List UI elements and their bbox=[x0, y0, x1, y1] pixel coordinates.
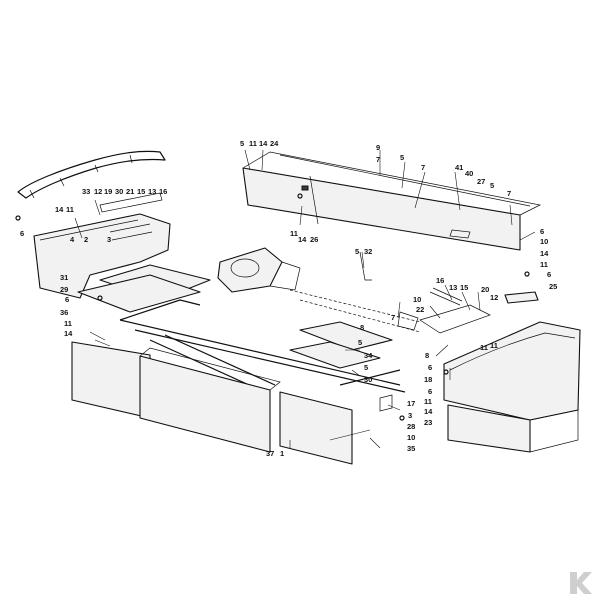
callout-label: 19 bbox=[104, 187, 112, 196]
callout-label: 10 bbox=[407, 433, 415, 442]
callout-label: 5 bbox=[490, 181, 494, 190]
callout-label: 7 bbox=[376, 155, 380, 164]
callout-label: 2 bbox=[84, 235, 88, 244]
callout-labels: 5 11 14 24 9 7 5 7 41 40 27 5 7 6 10 14 … bbox=[20, 139, 557, 458]
callout-label: 12 bbox=[490, 293, 498, 302]
callout-label: 1 bbox=[280, 449, 284, 458]
gearbox-assembly bbox=[217, 247, 301, 293]
callout-label: 41 bbox=[455, 163, 463, 172]
callout-label: 21 bbox=[126, 187, 134, 196]
callout-label: 10 bbox=[413, 295, 421, 304]
callout-label: 11 bbox=[66, 205, 74, 214]
callout-label: 11 bbox=[290, 229, 298, 238]
callout-label: 23 bbox=[424, 418, 432, 427]
callout-label: 6 bbox=[20, 229, 24, 238]
callout-label: 8 bbox=[425, 351, 429, 360]
callout-label: 16 bbox=[159, 187, 167, 196]
drive-shaft-guide bbox=[289, 289, 421, 333]
brand-logo bbox=[570, 572, 592, 594]
floor-plates bbox=[77, 264, 393, 369]
callout-label: 5 bbox=[240, 139, 244, 148]
callout-label: 11 bbox=[480, 343, 488, 352]
callout-label: 5 bbox=[364, 363, 368, 372]
callout-label: 25 bbox=[549, 282, 557, 291]
callout-label: 14 bbox=[298, 235, 307, 244]
callout-label: 3 bbox=[107, 235, 111, 244]
callout-label: 15 bbox=[460, 283, 468, 292]
callout-label: 6 bbox=[547, 270, 551, 279]
hardware-details bbox=[15, 175, 530, 421]
callout-label: 34 bbox=[364, 351, 373, 360]
callout-label: 20 bbox=[481, 285, 489, 294]
callout-label: 7 bbox=[421, 163, 425, 172]
callout-label: 17 bbox=[407, 399, 415, 408]
callout-label: 36 bbox=[60, 308, 68, 317]
callout-label: 22 bbox=[416, 305, 424, 314]
callout-label: 26 bbox=[310, 235, 318, 244]
callout-label: 11 bbox=[424, 397, 432, 406]
callout-label: 14 bbox=[424, 407, 433, 416]
callout-label: 14 bbox=[64, 329, 73, 338]
callout-label: 5 bbox=[400, 153, 404, 162]
callout-label: 14 bbox=[55, 205, 64, 214]
callout-label: 9 bbox=[376, 143, 380, 152]
callout-label: 6 bbox=[540, 227, 544, 236]
callout-label: 33 bbox=[82, 187, 90, 196]
callout-label: 3 bbox=[408, 411, 412, 420]
callout-label: 7 bbox=[507, 189, 511, 198]
left-side-panel bbox=[33, 192, 171, 299]
leader-lines bbox=[74, 149, 536, 452]
callout-label: 6 bbox=[65, 295, 69, 304]
callout-label: 30 bbox=[364, 375, 372, 384]
callout-label: 6 bbox=[428, 387, 432, 396]
callout-label: 29 bbox=[60, 285, 68, 294]
callout-label: 11 bbox=[540, 260, 548, 269]
callout-label: 11 bbox=[490, 341, 498, 350]
callout-label: 14 bbox=[540, 249, 549, 258]
callout-label: 30 bbox=[115, 187, 123, 196]
front-skirt-panels bbox=[71, 341, 353, 465]
callout-label: 14 bbox=[259, 139, 268, 148]
callout-label: 16 bbox=[436, 276, 444, 285]
callout-label: 10 bbox=[540, 237, 548, 246]
callout-label: 18 bbox=[424, 375, 432, 384]
callout-label: 11 bbox=[249, 139, 257, 148]
callout-label: 13 bbox=[148, 187, 156, 196]
callout-label: 31 bbox=[60, 273, 68, 282]
callout-label: 12 bbox=[94, 187, 102, 196]
chassis-frame bbox=[119, 299, 406, 412]
callout-label: 27 bbox=[477, 177, 485, 186]
k-logo-icon bbox=[570, 572, 592, 594]
callout-label: 32 bbox=[364, 247, 372, 256]
callout-label: 15 bbox=[137, 187, 145, 196]
callout-label: 4 bbox=[70, 235, 75, 244]
callout-label: 28 bbox=[407, 422, 415, 431]
callout-label: 8 bbox=[360, 323, 364, 332]
callout-label: 6 bbox=[428, 363, 432, 372]
callout-label: 5 bbox=[355, 247, 359, 256]
callout-label: 5 bbox=[358, 338, 362, 347]
callout-label: 37 bbox=[266, 449, 274, 458]
callout-label: 40 bbox=[465, 169, 473, 178]
rear-hood bbox=[443, 321, 581, 453]
right-lid-plate bbox=[419, 291, 539, 334]
callout-label: 35 bbox=[407, 444, 415, 453]
callout-label: 7 bbox=[391, 313, 395, 322]
upper-long-panel bbox=[242, 151, 542, 251]
callout-label: 24 bbox=[270, 139, 279, 148]
front-bumper-rail bbox=[17, 150, 166, 199]
callout-label: 13 bbox=[449, 283, 457, 292]
callout-label: 11 bbox=[64, 319, 72, 328]
